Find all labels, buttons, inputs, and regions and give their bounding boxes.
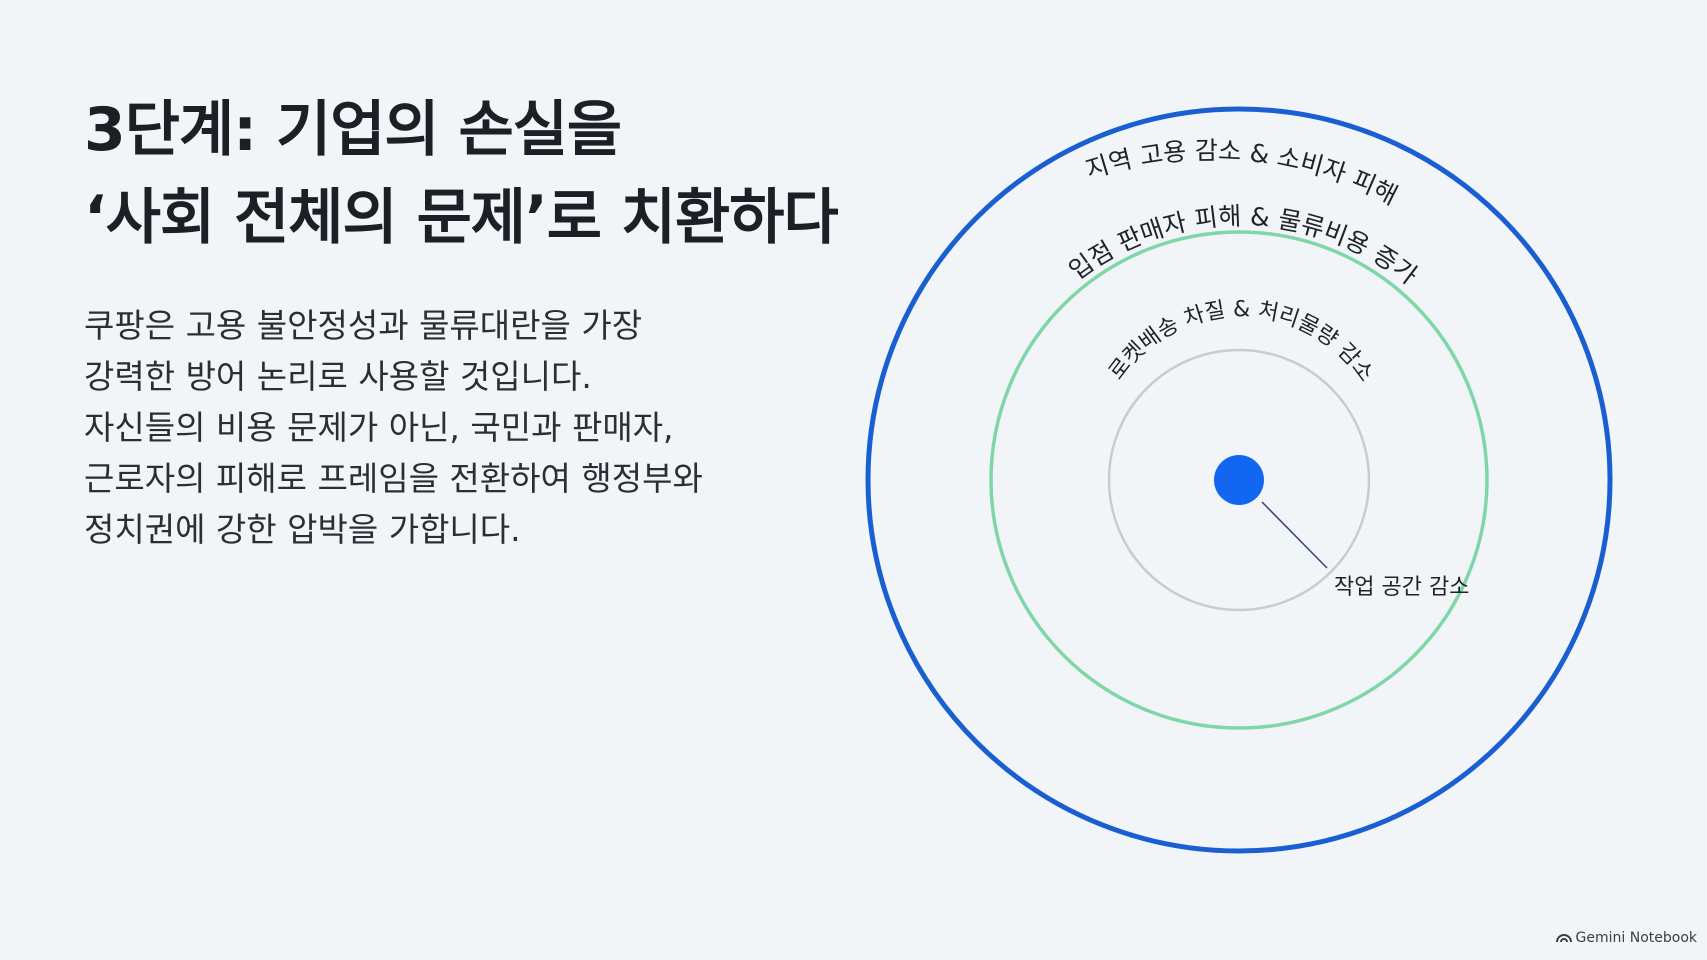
footer-brand: Gemini Notebook: [1555, 930, 1697, 946]
center-dot: [1214, 455, 1264, 505]
outer-ring-label-path: 지역 고용 감소 & 소비자 피해: [1082, 136, 1402, 211]
body-line-2: 강력한 방어 논리로 사용할 것입니다.: [84, 357, 592, 396]
body-text: 쿠팡은 고용 불안정성과 물류대란을 가장 강력한 방어 논리로 사용할 것입니…: [84, 300, 703, 555]
body-line-1: 쿠팡은 고용 불안정성과 물류대란을 가장: [84, 306, 643, 345]
title-line-2: ‘사회 전체의 문제’로 치환하다: [84, 183, 839, 253]
inner-ring-label: 로켓배송 차질 & 처리물량 감소: [1104, 297, 1378, 386]
middle-ring-label-path: 입점 판매자 피해 & 물류비용 증가: [1064, 202, 1423, 291]
body-line-4: 근로자의 피해로 프레임을 전환하여 행정부와: [84, 459, 703, 498]
slide-title: 3단계: 기업의 손실을 ‘사회 전체의 문제’로 치환하다: [84, 86, 839, 262]
inner-ring: [1107, 348, 1371, 612]
middle-ring: [989, 230, 1489, 730]
middle-ring-label: 입점 판매자 피해 & 물류비용 증가: [1064, 202, 1423, 291]
body-line-3: 자신들의 비용 문제가 아닌, 국민과 판매자,: [84, 408, 674, 447]
pointer-line: [1261, 501, 1328, 569]
footer-brand-label: Gemini Notebook: [1575, 930, 1697, 946]
gemini-notebook-icon: [1555, 934, 1572, 943]
inner-ring-label-path: 로켓배송 차질 & 처리물량 감소: [1104, 297, 1378, 386]
body-line-5: 정치권에 강한 압박을 가합니다.: [84, 510, 521, 549]
title-line-1: 3단계: 기업의 손실을: [84, 95, 622, 165]
outer-ring: [865, 106, 1613, 854]
outer-ring-label: 지역 고용 감소 & 소비자 피해: [1082, 136, 1402, 211]
pointer-label: 작업 공간 감소: [1334, 575, 1469, 600]
